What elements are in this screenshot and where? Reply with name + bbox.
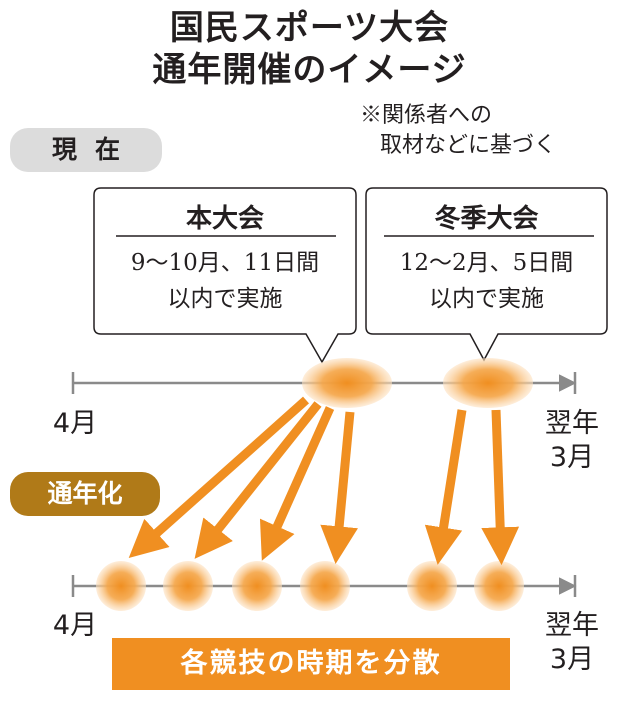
current-end-year: 翌年 [545,408,599,439]
redistribution-arrow [320,411,358,565]
distributed-event-blob [163,561,213,611]
current-start-month: 4月 [52,408,98,439]
diagram-title-line2: 通年開催のイメージ [152,50,467,90]
distributed-event-blob [96,561,146,611]
redistribution-arrow [259,406,335,561]
redistribution-arrow [481,409,520,566]
winter-event-period-blob [443,358,533,408]
distributed-event-blob [232,561,282,611]
winter-event-desc-line1: 12〜2月、5日間 [399,250,574,276]
current-end-month: 3月 [549,442,595,473]
main-event-desc-line1: 9〜10月、11日間 [130,250,320,276]
year-round-label: 通年化 [10,472,160,516]
main-event-heading: 本大会 [185,204,264,234]
year-round-end-month: 3月 [549,644,595,675]
source-note-line2: 取材などに基づく [380,133,557,158]
diagram-title-line1: 国民スポーツ大会 [169,8,450,48]
main-event-period-blob [302,358,392,408]
current-label: 現在 [10,128,162,172]
dispersal-caption: 各競技の時期を分散 [112,638,510,690]
redistribution-arrow [424,409,467,565]
winter-event-desc-line2: 以内で実施 [429,286,544,312]
year-round-start-month: 4月 [52,610,98,641]
redistribution-arrow [194,401,322,559]
distributed-event-blob [474,561,524,611]
year-round-end-year: 翌年 [545,610,599,641]
redistribution-arrow [128,396,309,559]
main-event-callout [93,187,357,364]
distributed-event-blob [300,561,350,611]
distributed-event-blob [407,561,457,611]
main-event-desc-line2: 以内で実施 [167,286,283,312]
winter-event-callout [365,187,608,362]
winter-event-heading: 冬季大会 [434,204,539,234]
source-note-line1: ※関係者への [360,103,493,128]
